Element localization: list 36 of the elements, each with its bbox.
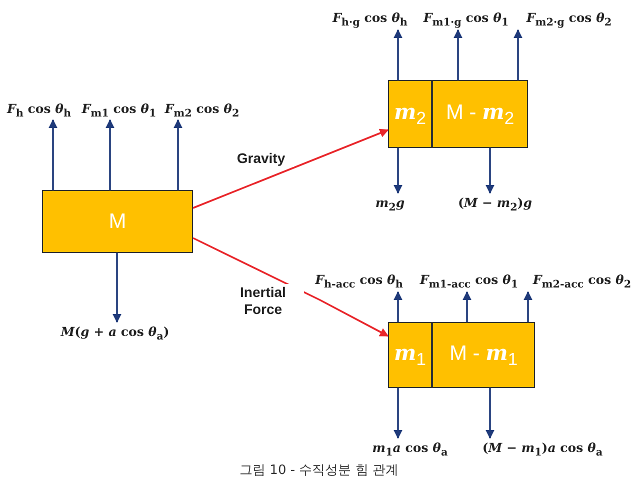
arrow bbox=[454, 29, 462, 80]
arrow bbox=[514, 29, 522, 80]
force-label: F$_{m1}$ cos θ$_{1}$ bbox=[78, 100, 160, 120]
arrow bbox=[486, 388, 494, 439]
mass-block: m$_{1}$ bbox=[388, 322, 432, 388]
mass-block: m$_{2}$ bbox=[388, 80, 432, 148]
force-label: m$_{2}$g bbox=[362, 193, 418, 215]
arrow bbox=[394, 388, 402, 439]
mass-block: M - m$_{2}$ bbox=[432, 80, 528, 148]
arrow bbox=[394, 291, 402, 322]
force-label: F$_{h}$ cos θ$_{h}$ bbox=[0, 100, 78, 120]
force-label: F$_{h·g}$ cos θ$_{h}$ bbox=[322, 8, 418, 30]
force-label: F$_{m2·g}$ cos θ$_{2}$ bbox=[514, 8, 624, 30]
mass-block: M - m$_{1}$ bbox=[432, 322, 535, 388]
force-label: F$_{m1·g}$ cos θ$_{1}$ bbox=[418, 8, 514, 30]
force-label: F$_{h-acc}$ cos θ$_{h}$ bbox=[306, 270, 412, 292]
force-label: F$_{m2-acc}$ cos θ$_{2}$ bbox=[526, 270, 638, 292]
mass-block: M bbox=[42, 190, 193, 253]
force-label: F$_{m1-acc}$ cos θ$_{1}$ bbox=[414, 270, 524, 292]
force-label: (M − m$_{1}$)a cos θ$_{a}$ bbox=[475, 438, 610, 460]
arrow bbox=[394, 29, 402, 80]
force-label: M(g + a cos θ$_{a}$) bbox=[40, 322, 190, 344]
force-label: F$_{m2}$ cos θ$_{2}$ bbox=[160, 100, 244, 120]
caption: 그림 10 - 수직성분 힘 관계 bbox=[238, 462, 400, 479]
arrow bbox=[106, 119, 114, 190]
arrow bbox=[394, 148, 402, 194]
arrow bbox=[112, 253, 122, 323]
force-label: m$_{1}$a cos θ$_{a}$ bbox=[350, 438, 470, 460]
arrow bbox=[192, 237, 389, 337]
arrow bbox=[192, 128, 389, 209]
arrow bbox=[48, 119, 58, 190]
arrow bbox=[486, 148, 494, 194]
arrow bbox=[174, 119, 182, 190]
force-label: (M − m$_{2}$)g bbox=[445, 193, 545, 215]
arrow bbox=[462, 291, 472, 322]
arrow bbox=[524, 291, 532, 322]
